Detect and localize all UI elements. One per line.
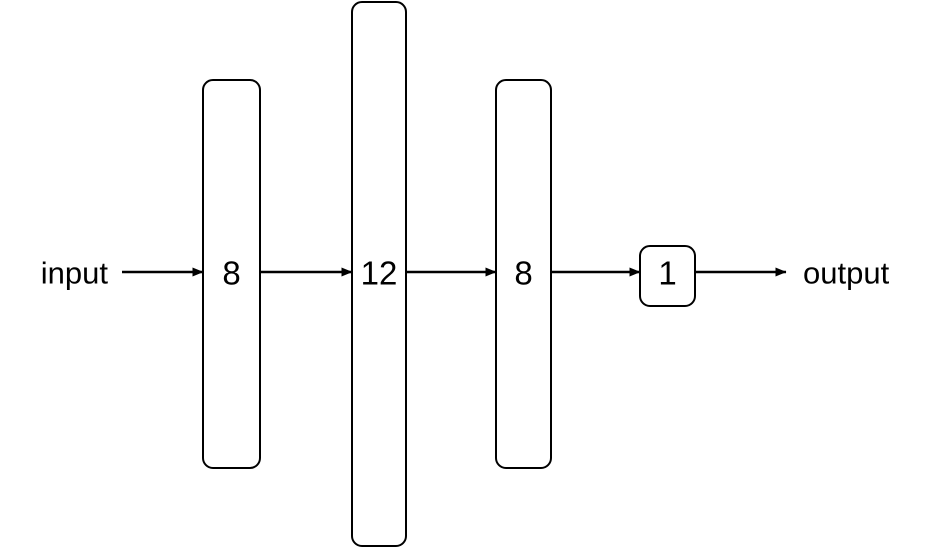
layer-box-3[interactable] <box>495 79 552 469</box>
layer-label-3: 8 <box>514 255 532 292</box>
layer-label-4: 1 <box>658 255 676 292</box>
input-label: input <box>41 256 109 291</box>
layer-box-4[interactable] <box>639 245 696 307</box>
layer-label-1: 8 <box>222 255 240 292</box>
layer-box-1[interactable] <box>202 79 261 469</box>
layer-box-2[interactable] <box>351 1 407 547</box>
output-label: output <box>803 256 890 291</box>
layer-label-2: 12 <box>361 255 398 292</box>
